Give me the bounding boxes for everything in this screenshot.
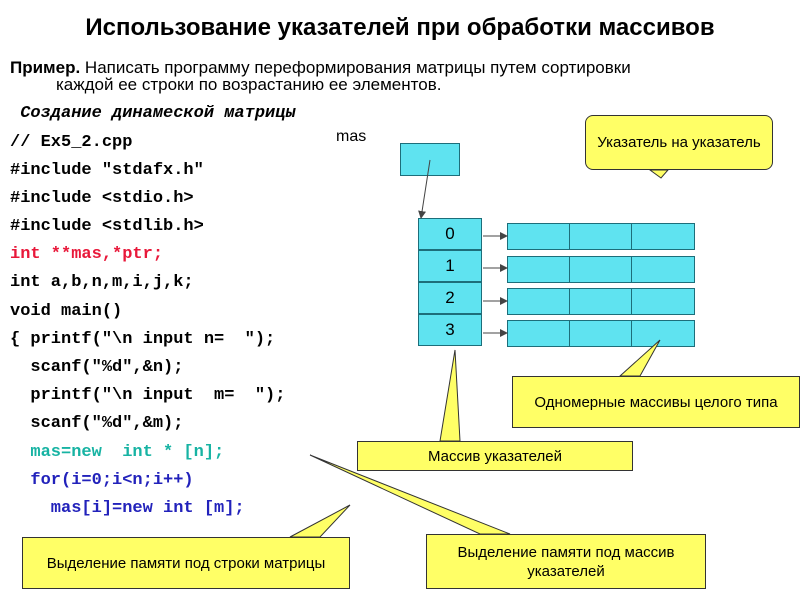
row-2-cell-1 (569, 288, 632, 315)
code-line-int-decl: int a,b,n,m,i,j,k; (10, 273, 194, 292)
code-line-include-stdafx: #include "stdafx.h" (10, 161, 204, 180)
code-line-include-stdio: #include <stdio.h> (10, 189, 194, 208)
example-text: Пример. Написать программу переформирова… (10, 59, 750, 93)
mas-arrow (418, 159, 431, 219)
pointer-array-cell-3: 3 (418, 314, 482, 346)
callout-alloc-pointer-array: Выделение памяти под массив указателей (426, 534, 706, 589)
callout-pointer-array-tail (439, 349, 461, 442)
pointer-array-cell-1: 1 (418, 250, 482, 282)
code-line-new-pointer-array: mas=new int * [n]; (10, 443, 225, 462)
row-1-cell-2 (631, 256, 695, 283)
row-3-cell-2 (631, 320, 695, 347)
row-0-cell-1 (569, 223, 632, 250)
code-line-include-stdlib: #include <stdlib.h> (10, 217, 204, 236)
callout-pointer-to-pointer-tail (648, 169, 670, 179)
callout-pointer-to-pointer: Указатель на указатель (585, 115, 773, 170)
callout-one-dim-arrays-tail (618, 339, 661, 377)
row-1-cell-0 (507, 256, 570, 283)
code-line-new-row: mas[i]=new int [m]; (10, 499, 245, 518)
code-line-pointer-decl: int **mas,*ptr; (10, 245, 164, 264)
callout-alloc-pointer-array-tail (309, 454, 511, 535)
pointer-array-cell-0: 0 (418, 218, 482, 250)
callout-one-dim-arrays: Одномерные массивы целого типа (512, 376, 800, 428)
code-line-for-loop: for(i=0;i<n;i++) (10, 471, 194, 490)
pointer-array-cell-2: 2 (418, 282, 482, 314)
row-3-cell-1 (569, 320, 632, 347)
example-text-line-2: каждой ее строки по возрастанию ее элеме… (56, 75, 442, 94)
code-line-main: void main() (10, 302, 123, 321)
row-2-cell-2 (631, 288, 695, 315)
code-line-comment: // Ex5_2.cpp (10, 133, 133, 152)
code-line-printf-n: { printf("\n input n= "); (10, 330, 276, 349)
code-line-scanf-m: scanf("%d",&m); (10, 414, 184, 433)
callout-alloc-rows-tail (289, 504, 351, 538)
slide-title: Использование указателей при обработки м… (85, 14, 715, 41)
code-heading: Создание динамеской матрицы (10, 104, 296, 123)
example-text-line-1: Написать программу переформирования матр… (80, 58, 631, 77)
row-0-cell-2 (631, 223, 695, 250)
example-line-1: Пример. Написать программу переформирова… (10, 59, 750, 76)
callout-pointer-array: Массив указателей (357, 441, 633, 471)
code-line-scanf-n: scanf("%d",&n); (10, 358, 184, 377)
example-label: Пример. (10, 58, 81, 77)
callout-alloc-rows: Выделение памяти под строки матрицы (22, 537, 350, 589)
mas-label: mas (336, 128, 367, 145)
code-line-printf-m: printf("\n input m= "); (10, 386, 286, 405)
mas-pointer-box (400, 143, 460, 176)
